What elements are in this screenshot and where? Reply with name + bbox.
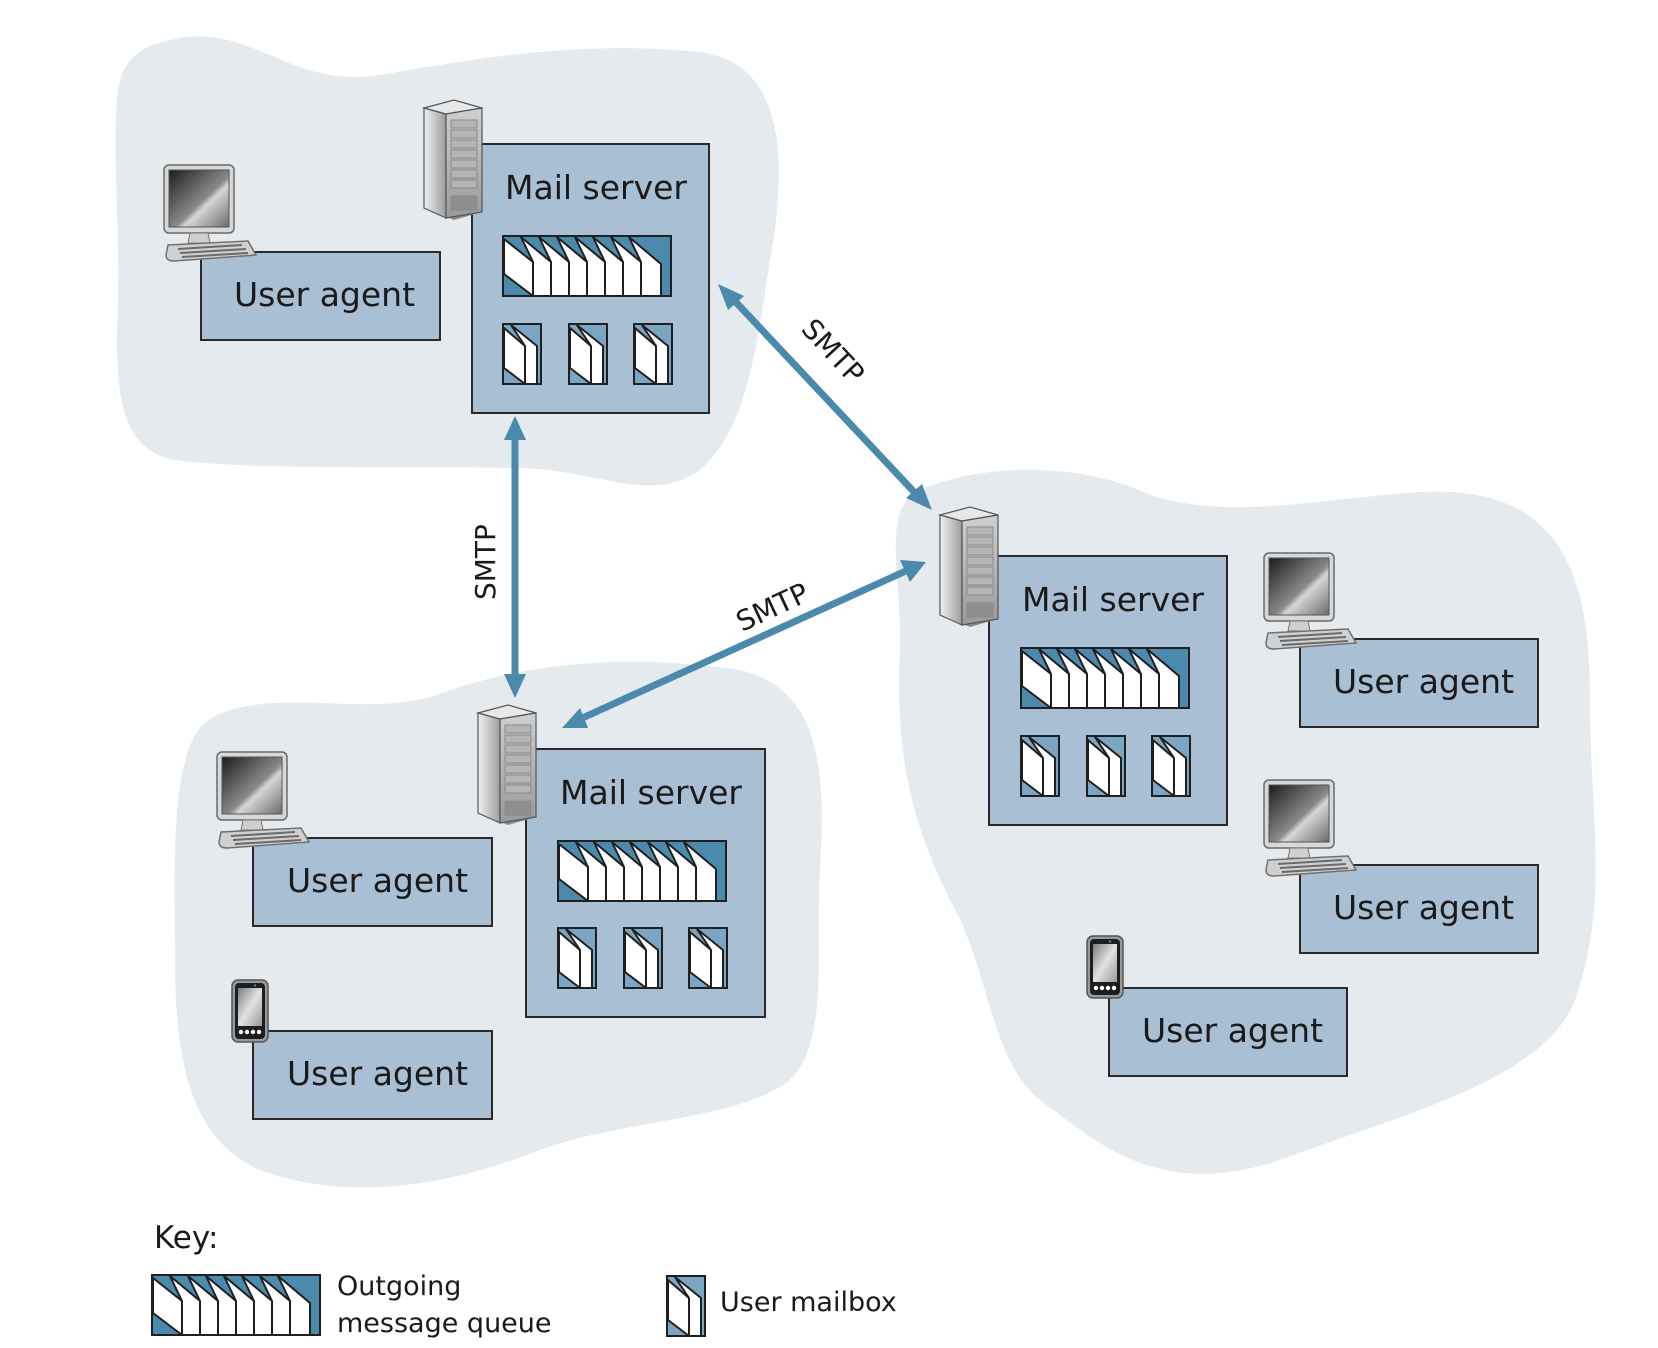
- mail-server-bottom-left[interactable]: Mail server: [525, 748, 766, 1018]
- outgoing-queue-icon: [557, 840, 727, 902]
- user-agent-right-2[interactable]: User agent: [1299, 864, 1539, 954]
- outgoing-queue-icon: [151, 1274, 321, 1336]
- mail-server-top-left[interactable]: Mail server: [471, 143, 710, 414]
- user-mailbox-icon: [623, 927, 663, 989]
- user-agent-label: User agent: [1142, 1011, 1323, 1050]
- smtp-label-vertical: SMTP: [469, 524, 502, 600]
- smartphone-icon: [231, 979, 269, 1043]
- user-mailbox-icon: [688, 927, 728, 989]
- mail-server-label: Mail server: [560, 773, 742, 812]
- mail-server-right[interactable]: Mail server: [988, 555, 1228, 826]
- user-agent-right-3[interactable]: User agent: [1108, 987, 1348, 1077]
- user-agent-right-1[interactable]: User agent: [1299, 638, 1539, 728]
- user-mailbox-icon: [1020, 735, 1060, 797]
- outgoing-queue-icon: [1020, 647, 1190, 709]
- legend-label-outgoing-line2: message queue: [337, 1308, 552, 1339]
- user-agent-bottom-left-1[interactable]: User agent: [252, 837, 493, 927]
- user-mailbox-icon: [557, 927, 597, 989]
- legend-label-user-mailbox: User mailbox: [720, 1287, 897, 1318]
- legend-label-outgoing-line1: Outgoing: [337, 1271, 461, 1302]
- user-agent-label: User agent: [1333, 662, 1514, 701]
- user-agent-label: User agent: [234, 275, 415, 314]
- server-tower-icon: [423, 99, 483, 221]
- user-mailbox-icon: [1086, 735, 1126, 797]
- user-agent-bottom-left-2[interactable]: User agent: [252, 1030, 493, 1120]
- mail-server-label: Mail server: [505, 168, 687, 207]
- user-mailbox-icon: [1151, 735, 1191, 797]
- user-mailbox-icon: [666, 1275, 706, 1337]
- user-mailbox-icon: [568, 323, 608, 385]
- server-tower-icon: [477, 704, 537, 826]
- legend-title: Key:: [154, 1220, 218, 1256]
- smartphone-icon: [1086, 935, 1124, 999]
- outgoing-queue-icon: [502, 235, 672, 297]
- user-agent-top-left[interactable]: User agent: [200, 251, 441, 341]
- mail-server-label: Mail server: [1022, 580, 1204, 619]
- legend: Key: Outgoing message queue User mailbox: [151, 1220, 897, 1339]
- smtp-link-vertical: [504, 416, 526, 698]
- smtp-link-bottom-right: [562, 560, 926, 728]
- user-agent-label: User agent: [1333, 888, 1514, 927]
- user-mailbox-icon: [502, 323, 542, 385]
- user-mailbox-icon: [633, 323, 673, 385]
- smtp-link-top-right: [718, 284, 932, 510]
- server-tower-icon: [939, 506, 999, 628]
- user-agent-label: User agent: [287, 1054, 468, 1093]
- user-agent-label: User agent: [287, 861, 468, 900]
